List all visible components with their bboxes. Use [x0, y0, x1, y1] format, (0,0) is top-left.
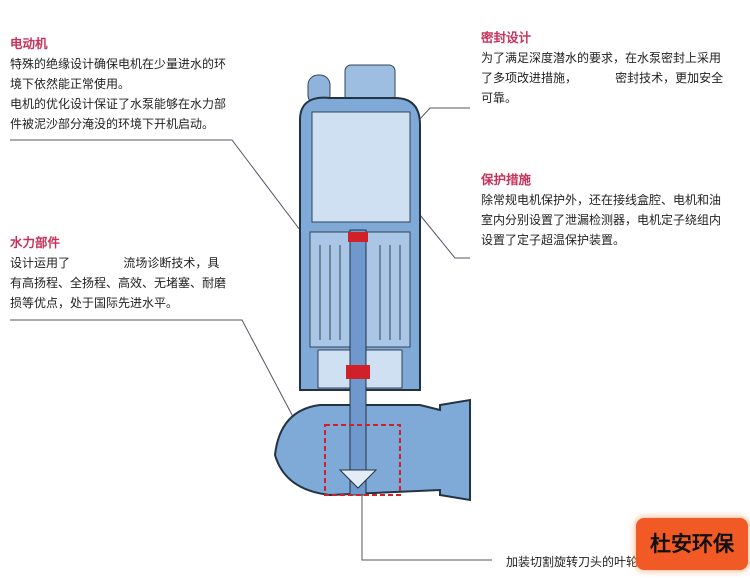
seal-line: 可靠。 [481, 91, 518, 105]
hydraulic-line: 设计运用了 流场诊断技术，具 [10, 256, 220, 270]
watermark-logo: 杜安环保 [636, 518, 748, 570]
hydraulic-line: 有高扬程、全扬程、高效、无堵塞、耐磨 [10, 276, 227, 290]
seal-line: 了多项改进措施， 密封技术，更加安全 [481, 71, 724, 85]
motor-line: 特殊的绝缘设计确保电机在少量进水的环 [10, 57, 227, 71]
watermark-text: 杜安环保 [650, 532, 734, 556]
callout-lines [10, 107, 492, 561]
motor-line: 电机的优化设计保证了水泵能够在水力部 [10, 97, 227, 111]
motor-line: 境下依然能正常使用。 [10, 77, 131, 91]
hydraulic-line: 损等优点，处于国际先进水平。 [10, 296, 179, 310]
motor-annotation: 电动机 特殊的绝缘设计确保电机在少量进水的环 境下依然能正常使用。 电机的优化设… [10, 34, 280, 134]
hydraulic-annotation: 水力部件 设计运用了 流场诊断技术，具 有高扬程、全扬程、高效、无堵塞、耐磨 损… [10, 233, 260, 313]
protection-line: 除常规电机保护外，还在接线盒腔、电机和油 [481, 193, 722, 207]
motor-title: 电动机 [10, 36, 48, 51]
protection-annotation: 保护措施 除常规电机保护外，还在接线盒腔、电机和油 室内分别设置了泄漏检测器，电… [481, 170, 750, 250]
impeller-label: 加装切割旋转刀头的叶轮 [506, 555, 639, 569]
seal-annotation: 密封设计 为了满足深度潜水的要求，在水泵密封上采用 了多项改进措施， 密封技术，… [481, 28, 750, 108]
protection-title: 保护措施 [481, 172, 532, 187]
protection-line: 设置了定子超温保护装置。 [481, 233, 626, 247]
pump-body [273, 64, 471, 502]
motor-line: 件被泥沙部分淹没的环境下开机启动。 [10, 117, 215, 131]
seal-title: 密封设计 [481, 30, 532, 45]
hydraulic-title: 水力部件 [10, 235, 61, 250]
seal-line: 为了满足深度潜水的要求，在水泵密封上采用 [481, 51, 722, 65]
protection-line: 室内分别设置了泄漏检测器，电机定子绕组内 [481, 213, 722, 227]
